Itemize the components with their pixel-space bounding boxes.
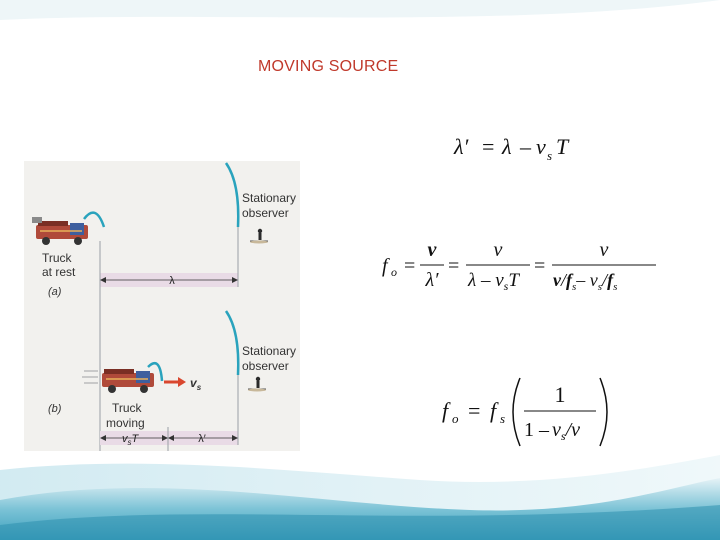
- eq2-equals-2: =: [448, 255, 459, 277]
- equation-wavelength-svg: λ′ = λ – v s T: [453, 134, 570, 163]
- arrow-head-left-b1: [100, 435, 106, 441]
- truck-label-a-line1: Truck: [42, 251, 73, 265]
- distance-label-b: vsT: [122, 433, 140, 447]
- eq2-den2: λ – vsT: [467, 270, 520, 293]
- arrow-head-left-a: [100, 277, 106, 283]
- eq2-num3: v: [600, 239, 609, 261]
- eq1-v: v: [536, 134, 546, 159]
- eq3-s: s: [500, 411, 505, 426]
- truck-label-b-line1: Truck: [112, 401, 143, 415]
- equation-frequency-final-svg: f o = f s 1 1 –vs/v: [442, 377, 608, 447]
- wavefront-far-b: [224, 310, 240, 376]
- wavelength-label-b: λ′: [198, 433, 206, 445]
- panel-tag-b: (b): [48, 403, 62, 415]
- motion-lines-b: [82, 370, 98, 384]
- eq2-equals-3: =: [534, 255, 545, 277]
- eq1-T: T: [556, 134, 570, 159]
- wavefront-far-a: [224, 162, 240, 228]
- velocity-label-b: vs: [190, 376, 202, 392]
- eq3-den: 1 –vs/v: [524, 419, 580, 443]
- equation-frequency-final: f o = f s 1 1 –vs/v: [440, 374, 620, 455]
- eq1-lhs: λ′: [453, 134, 470, 159]
- eq3-fs: f: [490, 398, 499, 423]
- panel-tag-a: (a): [48, 286, 62, 298]
- wavefront-near-b: [147, 362, 164, 382]
- arrow-head-right-b2: [232, 435, 238, 441]
- observer-a: [250, 228, 268, 244]
- eq3-paren-right: [599, 377, 608, 447]
- equation-frequency-expansion-svg: f o = v λ′ = v λ – vsT = v v/fs– vs/fs: [382, 239, 656, 293]
- eq2-equals-1: =: [404, 255, 415, 277]
- observer-b: [248, 376, 266, 392]
- eq1-lambda: λ: [501, 134, 512, 159]
- eq3-num: 1: [555, 382, 566, 407]
- slide-title: MOVING SOURCE: [258, 58, 399, 75]
- eq2-num1: v: [428, 239, 438, 261]
- arrow-head-left-b2: [168, 435, 174, 441]
- fire-truck-a: [32, 217, 88, 245]
- eq3-o: o: [452, 411, 459, 426]
- eq2-num2: v: [494, 239, 503, 261]
- arrow-head-right-a: [232, 277, 238, 283]
- wavefront-near-a: [83, 211, 106, 228]
- eq2-o: o: [391, 265, 397, 279]
- observer-label-a-line2: observer: [242, 206, 289, 220]
- eq2-den3: v/fs– vs/fs: [553, 270, 617, 293]
- eq3-equals: =: [468, 398, 480, 423]
- truck-label-a-line2: at rest: [42, 265, 76, 279]
- equation-frequency-expansion: f o = v λ′ = v λ – vsT = v v/fs– vs/fs: [380, 238, 660, 301]
- observer-label-a-line1: Stationary: [242, 191, 296, 205]
- equation-wavelength: λ′ = λ – v s T: [452, 126, 582, 171]
- eq3-paren-left: [512, 377, 521, 447]
- fire-truck-b: [102, 369, 154, 393]
- eq1-minus: –: [519, 134, 532, 159]
- doppler-figure: λ Stationary observer: [24, 161, 300, 451]
- eq2-den1: λ′: [424, 269, 439, 291]
- velocity-arrow-head-b: [178, 377, 186, 387]
- arrow-head-right-b1: [162, 435, 168, 441]
- wavelength-label-a: λ: [169, 275, 175, 287]
- observer-label-b-line1: Stationary: [242, 344, 296, 358]
- eq1-s: s: [547, 148, 552, 163]
- observer-label-b-line2: observer: [242, 359, 289, 373]
- truck-label-b-line2: moving: [106, 416, 145, 430]
- figure-background: [24, 161, 300, 451]
- doppler-figure-svg: λ Stationary observer: [24, 161, 300, 451]
- eq2-f: f: [382, 255, 390, 277]
- eq1-equals: =: [482, 134, 494, 159]
- eq3-f: f: [442, 398, 451, 423]
